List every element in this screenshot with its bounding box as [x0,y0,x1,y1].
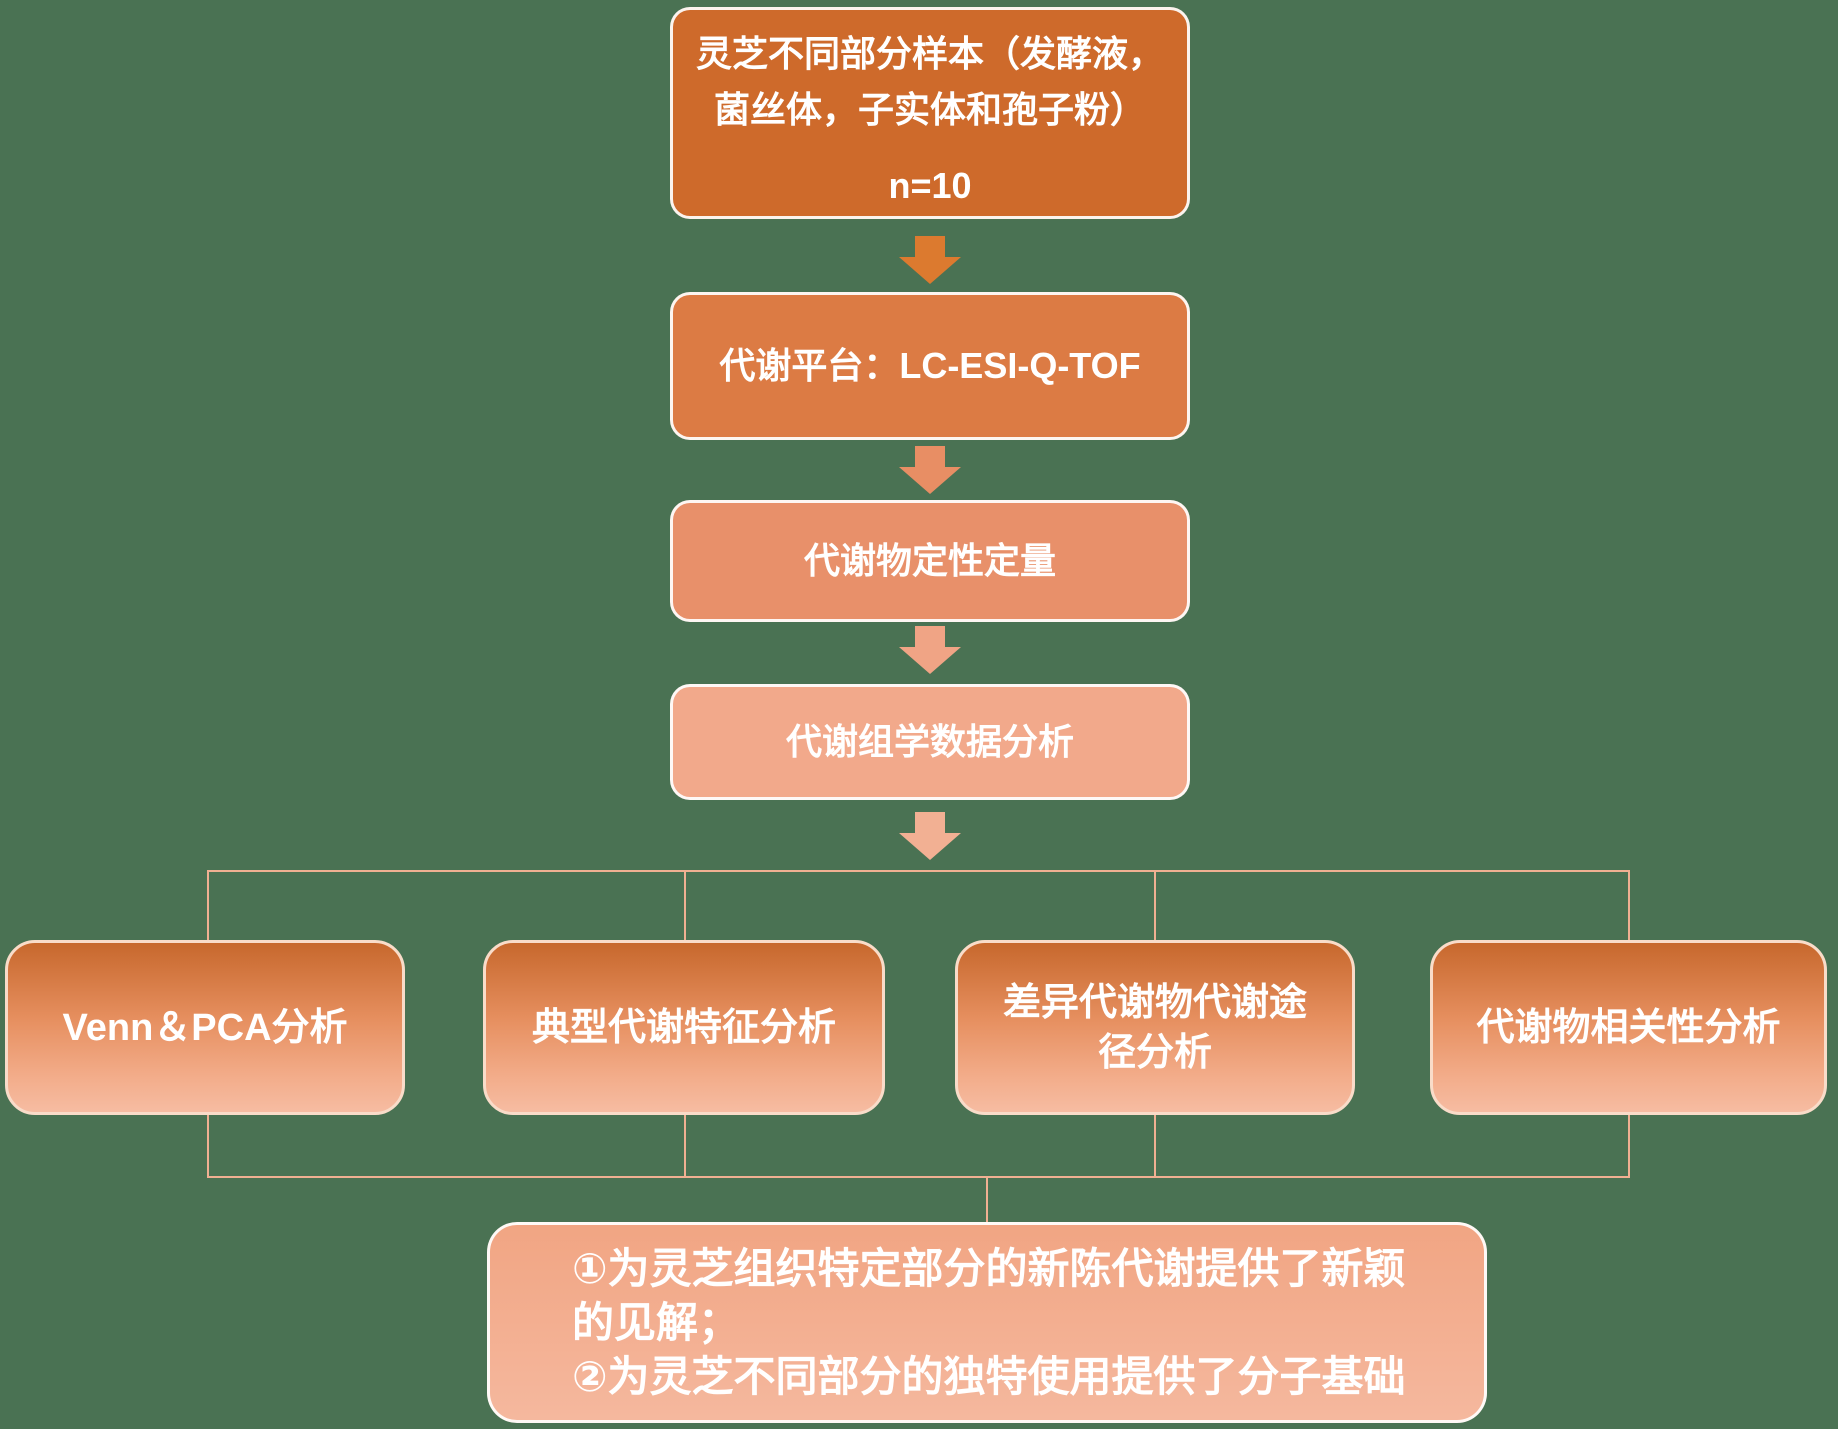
data-analysis-box: 代谢组学数据分析 [670,684,1190,800]
branch-pathway-label-line1: 差异代谢物代谢途 [1002,981,1307,1024]
connector-line-drop [684,870,686,942]
connector-line-top-horizontal [207,870,1630,872]
branch-venn-pca-label: Venn＆PCA分析 [62,1006,348,1049]
connector-line-drop [1628,870,1630,942]
conclusion-line3: ②为灵芝不同部分的独特使用提供了分子基础 [572,1352,1406,1400]
conclusion-line1: ①为灵芝组织特定部分的新陈代谢提供了新颖 [572,1244,1406,1292]
branch-typical-features-label: 典型代谢特征分析 [531,1006,836,1049]
arrow-down-icon [898,626,962,674]
connector-line-drop [1154,870,1156,942]
quantification-box: 代谢物定性定量 [670,500,1190,622]
metabolic-platform-label: 代谢平台：LC-ESI-Q-TOF [719,345,1141,386]
arrow-head [899,467,961,494]
branch-pathway-label-line2: 径分析 [1097,1031,1212,1074]
arrow-stem [915,812,945,833]
connector-line-drop [684,1115,686,1178]
sample-size-label: n=10 [888,165,972,206]
connector-line-drop [1154,1115,1156,1178]
branch-box-metabolite-correlation: 代谢物相关性分析 [1430,940,1827,1115]
sample-box: 灵芝不同部分样本（发酵液， 菌丝体，子实体和孢子粉） n=10 [670,7,1190,219]
arrow-stem [915,626,945,647]
connector-line-center-drop [986,1176,988,1226]
conclusion-line2: 的见解； [572,1298,741,1346]
arrow-head [899,257,961,284]
connector-line-bottom-horizontal [207,1176,1630,1178]
branch-box-venn-pca: Venn＆PCA分析 [5,940,405,1115]
sample-box-line1: 灵芝不同部分样本（发酵液， [695,33,1164,74]
arrow-stem [915,236,945,257]
branch-box-typical-metabolic-features: 典型代谢特征分析 [483,940,885,1115]
branch-correlation-label: 代谢物相关性分析 [1476,1006,1781,1049]
arrow-down-icon [898,446,962,494]
connector-line-drop [207,1115,209,1178]
sample-box-line2: 菌丝体，子实体和孢子粉） [713,89,1146,130]
branch-box-differential-metabolite-pathway: 差异代谢物代谢途 径分析 [955,940,1355,1115]
arrow-stem [915,446,945,467]
connector-line-drop [207,870,209,942]
arrow-head [899,833,961,860]
data-analysis-label: 代谢组学数据分析 [785,721,1074,762]
connector-line-drop [1628,1115,1630,1178]
arrow-down-icon [898,812,962,860]
conclusion-box: ①为灵芝组织特定部分的新陈代谢提供了新颖 的见解； ②为灵芝不同部分的独特使用提… [487,1222,1487,1423]
arrow-head [899,647,961,674]
metabolic-platform-box: 代谢平台：LC-ESI-Q-TOF [670,292,1190,440]
quantification-label: 代谢物定性定量 [803,540,1056,581]
arrow-down-icon [898,236,962,284]
